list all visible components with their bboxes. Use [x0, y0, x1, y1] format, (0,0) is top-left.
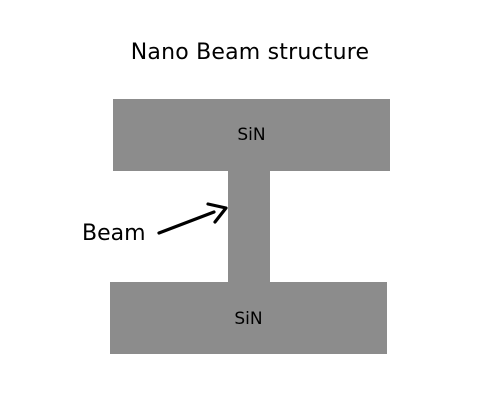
top-slab-label: SiN: [237, 125, 266, 145]
beam-callout-label: Beam: [82, 221, 146, 246]
bottom-sin-slab: SiN: [110, 282, 387, 354]
bottom-slab-label: SiN: [234, 309, 263, 329]
diagram-title: Nano Beam structure: [130, 40, 370, 65]
nano-beam: [228, 171, 270, 282]
arrow-head: [206, 202, 228, 224]
arrow-shaft: [157, 210, 216, 235]
top-sin-slab: SiN: [113, 99, 390, 171]
